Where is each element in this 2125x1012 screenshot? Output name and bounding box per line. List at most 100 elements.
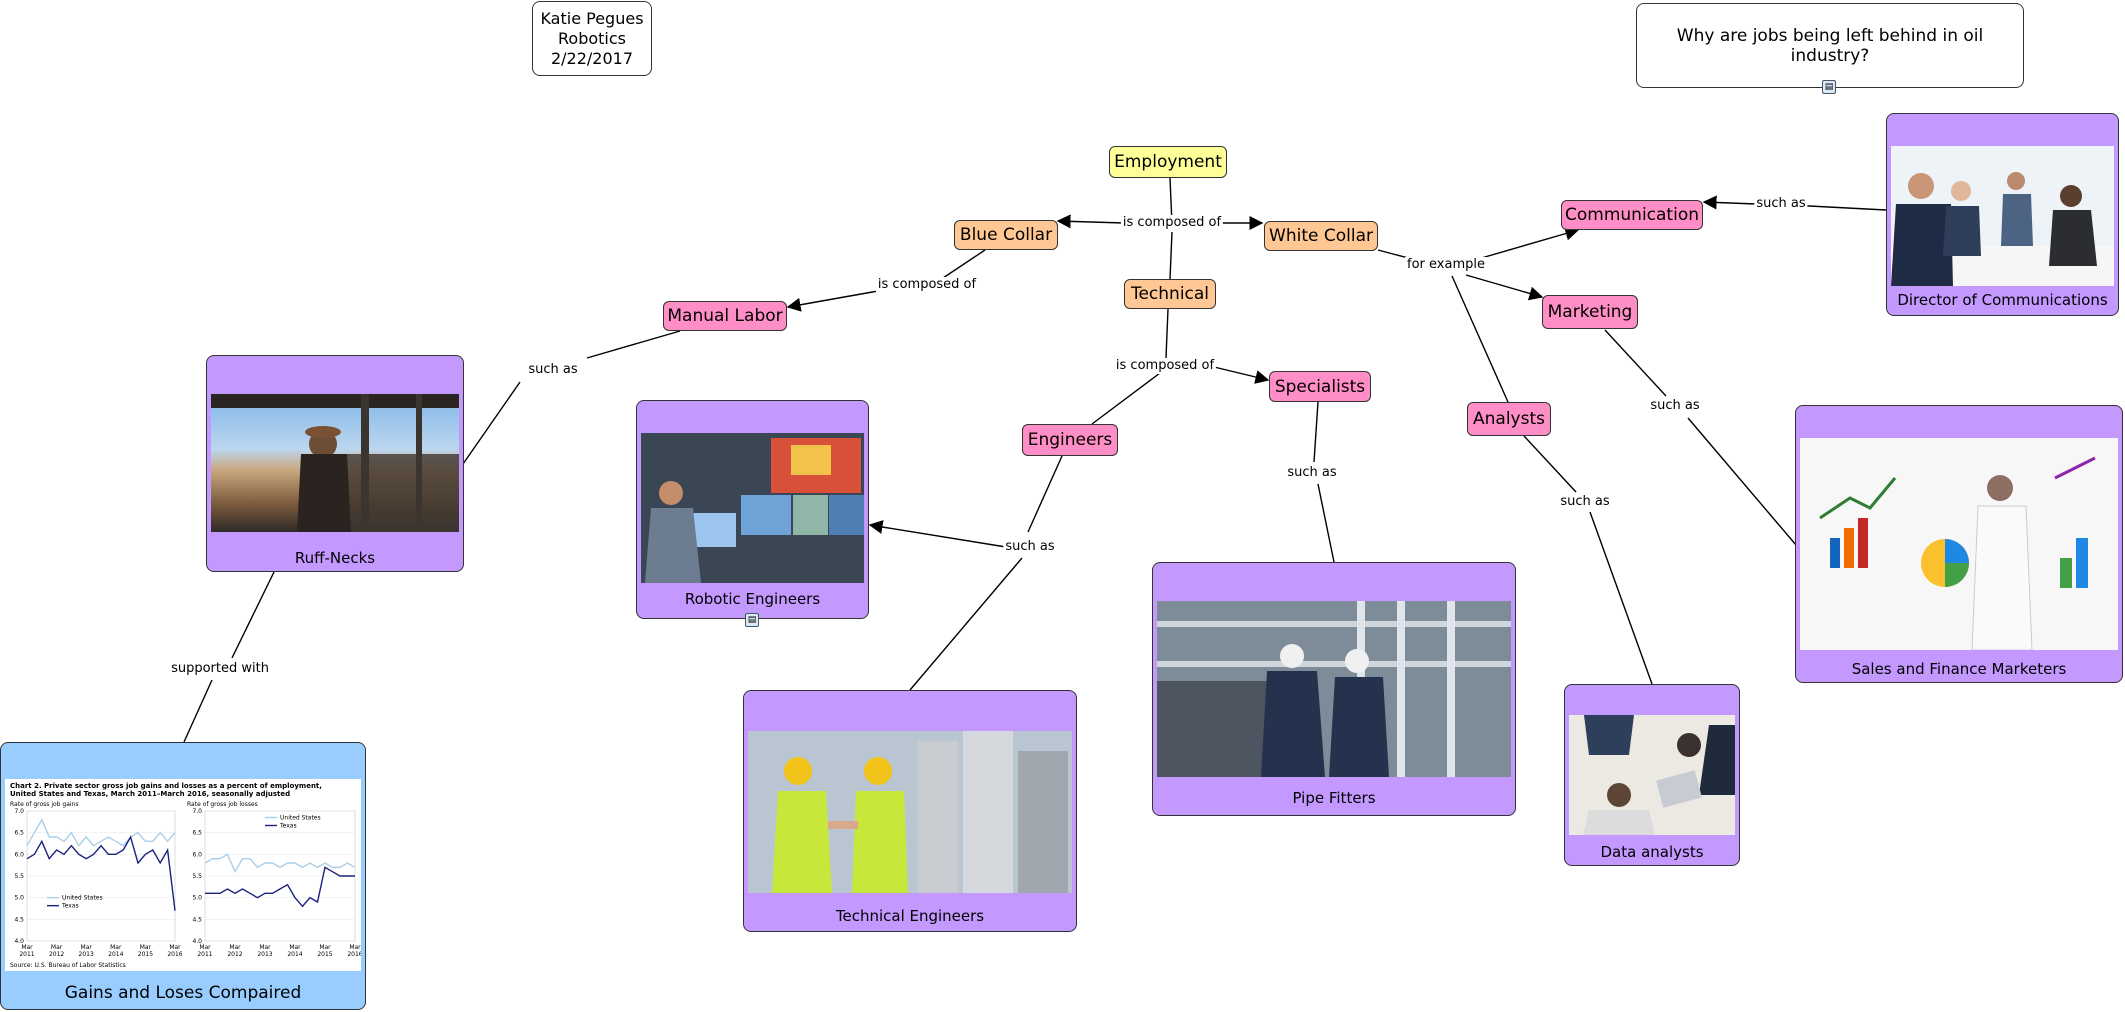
link-technical-down bbox=[1165, 308, 1169, 359]
link-such-robotic bbox=[868, 520, 1007, 548]
concept-specialists[interactable]: Specialists bbox=[1269, 371, 1371, 402]
y-tick-label: 4.0 bbox=[14, 938, 24, 945]
label-such-as-analysts: such as bbox=[1558, 494, 1612, 510]
robotic-engineers-caption: Robotic Engineers bbox=[684, 590, 821, 608]
image-node-sales-finance[interactable]: Sales and Finance Marketers bbox=[1795, 405, 2123, 683]
legend-label: United States bbox=[62, 895, 103, 902]
x-tick-label: Mar bbox=[289, 944, 301, 951]
series-line-texas bbox=[26, 835, 176, 911]
link-to-communication bbox=[1477, 226, 1580, 260]
right-panel-label: Rate of gross job losses bbox=[187, 801, 258, 808]
pipe-fitters-photo bbox=[1157, 601, 1511, 777]
link-such-pipe bbox=[1317, 483, 1335, 563]
y-tick-label: 4.5 bbox=[192, 916, 202, 923]
x-tick-label: Mar bbox=[169, 944, 181, 951]
author-course: Robotics bbox=[558, 28, 626, 48]
label-such-as-engineers: such as bbox=[1003, 539, 1057, 555]
x-tick-label: 2015 bbox=[138, 951, 153, 958]
x-tick-label: 2014 bbox=[108, 951, 123, 958]
x-tick-label: Mar bbox=[51, 944, 63, 951]
image-node-technical-engineers[interactable]: Technical Engineers bbox=[743, 690, 1077, 932]
concept-technical[interactable]: Technical bbox=[1124, 279, 1216, 309]
x-tick-label: Mar bbox=[229, 944, 241, 951]
technical-engineers-photo bbox=[748, 731, 1072, 893]
concept-communication[interactable]: Communication bbox=[1561, 200, 1703, 230]
concept-engineers[interactable]: Engineers bbox=[1022, 424, 1118, 456]
x-tick-label: 2012 bbox=[49, 951, 64, 958]
image-node-ruff-necks[interactable]: Ruff-Necks bbox=[206, 355, 464, 572]
data-analysts-caption: Data analysts bbox=[1600, 843, 1704, 861]
image-node-gains-loses[interactable]: Chart 2. Private sector gross job gains … bbox=[0, 742, 366, 1010]
image-node-data-analysts[interactable]: Data analysts bbox=[1564, 684, 1740, 866]
notepad-icon[interactable]: ▤ bbox=[1822, 80, 1836, 94]
link-such-technical-eng bbox=[909, 557, 1023, 691]
link-to-manual-labor bbox=[786, 290, 879, 312]
concept-employment[interactable]: Employment bbox=[1109, 146, 1227, 178]
data-analysts-photo bbox=[1569, 715, 1735, 835]
technical-engineers-caption: Technical Engineers bbox=[835, 907, 985, 925]
concept-blue-collar[interactable]: Blue Collar bbox=[954, 220, 1058, 250]
link-blue-collar-down bbox=[939, 249, 986, 281]
link-to-specialists bbox=[1213, 366, 1270, 384]
link-such-ruff bbox=[462, 381, 521, 465]
label-such-as-ruff: such as bbox=[526, 362, 580, 378]
left-panel-label: Rate of gross job gains bbox=[10, 801, 79, 808]
y-tick-label: 7.0 bbox=[192, 808, 202, 815]
pipeworks-scene bbox=[1157, 601, 1511, 777]
embedded-chart-source: Source: U.S. Bureau of Labor Statistics bbox=[10, 962, 126, 969]
link-such-sales bbox=[1687, 417, 1797, 546]
embedded-chart-title: Chart 2. Private sector gross job gains … bbox=[10, 782, 322, 798]
y-tick-label: 6.5 bbox=[14, 830, 24, 837]
y-tick-label: 6.5 bbox=[192, 830, 202, 837]
ruff-necks-photo bbox=[211, 394, 459, 532]
focus-question-box[interactable]: Why are jobs being left behind in oil in… bbox=[1636, 3, 2024, 88]
y-tick-label: 4.0 bbox=[192, 938, 202, 945]
link-composed-engineers bbox=[1091, 372, 1161, 425]
link-such-data bbox=[1589, 511, 1653, 685]
y-tick-label: 6.0 bbox=[14, 851, 24, 858]
director-comms-caption: Director of Communications bbox=[1897, 291, 2108, 309]
series-line-texas bbox=[205, 866, 355, 908]
legend-label: Texas bbox=[61, 903, 79, 910]
link-employment-technical bbox=[1169, 231, 1173, 280]
x-tick-label: Mar bbox=[81, 944, 93, 951]
label-such-as-marketing: such as bbox=[1648, 398, 1702, 414]
ruff-necks-caption: Ruff-Necks bbox=[294, 549, 376, 567]
link-such-communication bbox=[1702, 195, 1757, 210]
link-forexample-analysts bbox=[1451, 275, 1509, 403]
label-is-composed-of-top: is composed of bbox=[1120, 215, 1224, 231]
embedded-line-chart: 7.06.56.05.55.04.54.0Mar2011Mar2012Mar20… bbox=[14, 808, 361, 958]
image-node-director-comms[interactable]: Director of Communications bbox=[1886, 113, 2119, 316]
concept-analysts[interactable]: Analysts bbox=[1467, 402, 1551, 436]
whiteboard-scene bbox=[1800, 438, 2118, 650]
image-node-robotic-engineers[interactable]: Robotic Engineers bbox=[636, 400, 869, 619]
link-marketing-such bbox=[1604, 329, 1667, 397]
label-for-example: for example bbox=[1405, 257, 1487, 273]
author-info-box[interactable]: Katie Pegues Robotics 2/22/2017 bbox=[532, 1, 652, 76]
concept-white-collar[interactable]: White Collar bbox=[1264, 221, 1378, 251]
label-such-as-specialists: such as bbox=[1285, 465, 1339, 481]
legend-label: United States bbox=[280, 815, 321, 822]
boardroom-scene bbox=[1891, 146, 2114, 286]
link-specialists-such bbox=[1313, 401, 1319, 463]
x-tick-label: Mar bbox=[349, 944, 361, 951]
link-engineers-such bbox=[1027, 455, 1063, 533]
notepad-icon[interactable]: ▤ bbox=[745, 613, 759, 627]
y-tick-label: 5.0 bbox=[14, 895, 24, 902]
concept-manual-labor[interactable]: Manual Labor bbox=[663, 301, 787, 331]
image-node-pipe-fitters[interactable]: Pipe Fitters bbox=[1152, 562, 1516, 816]
control-room-scene bbox=[641, 433, 864, 583]
link-manual-such bbox=[586, 330, 681, 359]
x-tick-label: 2013 bbox=[79, 951, 94, 958]
y-tick-label: 5.0 bbox=[192, 895, 202, 902]
focus-question: Why are jobs being left behind in oil in… bbox=[1676, 25, 1984, 66]
x-tick-label: 2016 bbox=[167, 951, 182, 958]
concept-marketing[interactable]: Marketing bbox=[1542, 295, 1638, 329]
x-tick-label: Mar bbox=[110, 944, 122, 951]
label-such-as-comm: such as bbox=[1754, 196, 1808, 212]
sales-finance-caption: Sales and Finance Marketers bbox=[1851, 660, 2067, 678]
y-tick-label: 4.5 bbox=[14, 916, 24, 923]
series-line-united-states bbox=[26, 818, 176, 847]
link-analysts-such bbox=[1523, 435, 1577, 493]
gains-chart-image: Chart 2. Private sector gross job gains … bbox=[5, 779, 361, 971]
